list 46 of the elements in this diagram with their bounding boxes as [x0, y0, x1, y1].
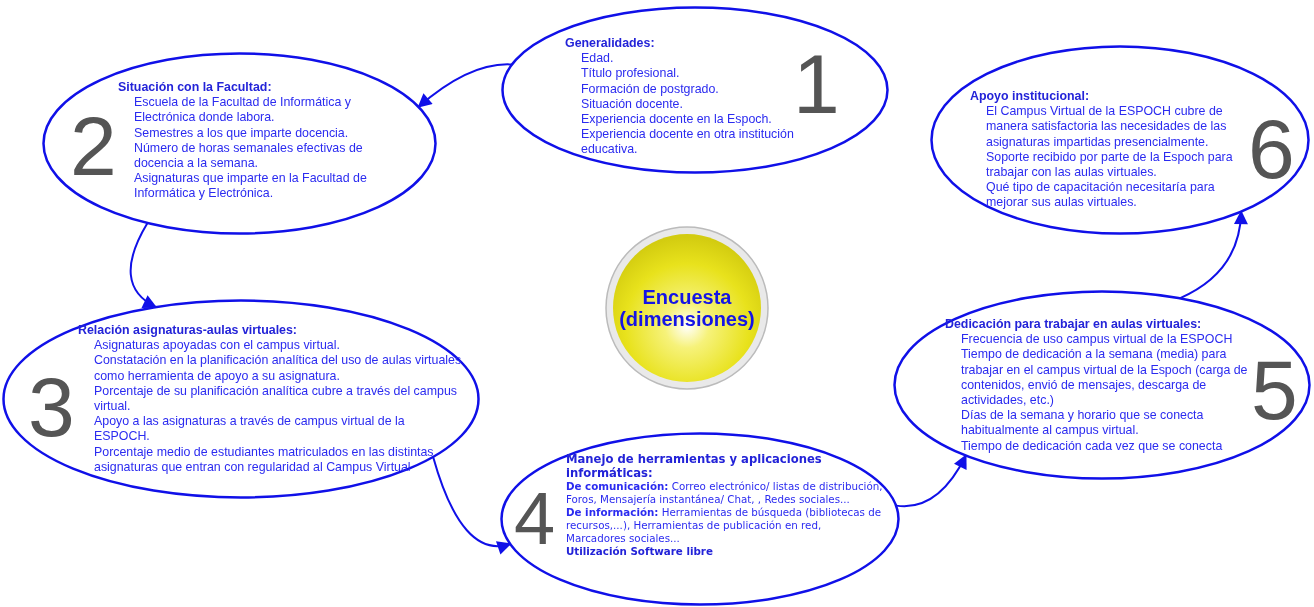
list-item: Experiencia docente en la Espoch. — [580, 112, 773, 128]
ellipse-node — [501, 6, 889, 174]
list-item: Asignaturas apoyadas con el campus virtual. — [93, 338, 341, 354]
ellipse-node — [2, 299, 480, 499]
list-item: Utilización Software libre — [566, 545, 714, 558]
list-item: Apoyo a las asignaturas a través de campus virtual de la ESPOCH. — [93, 414, 406, 445]
list-item: Situación docente. — [580, 96, 684, 112]
list-item: Escuela de la Facultad de Informática y Electrónica donde labora. — [133, 95, 352, 126]
section-heading: Apoyo institucional: — [970, 89, 1091, 105]
dimension-number: 5 — [1251, 348, 1298, 432]
ellipse-node — [893, 290, 1311, 480]
list-item: Experiencia docente en otra institución educativa. — [580, 127, 795, 158]
sphere-node — [604, 225, 770, 391]
list-item: Frecuencia de uso campus virtual de la ESPOCH — [960, 332, 1234, 348]
list-item: Qué tipo de capacitación necesitaría para mejorar sus aulas virtuales. — [985, 180, 1216, 211]
dimension-number: 1 — [793, 42, 840, 126]
ellipse-node — [930, 45, 1310, 235]
list-item: El Campus Virtual de la ESPOCH cubre de manera satisfactoria las necesidades de las asignaturas impartidas presencialmente. — [985, 104, 1228, 150]
section-heading: Situación con la Facultad: — [118, 80, 273, 96]
list-item: Asignaturas que imparte en la Facultad de Informática y Electrónica. — [133, 171, 368, 202]
ellipse-node — [500, 432, 900, 606]
list-item: Días de la semana y horario que se conecta habitualmente al campus virtual. — [960, 408, 1205, 439]
section-heading: Dedicación para trabajar en aulas virtuales: — [945, 317, 1203, 333]
list-item: De comunicación: Correo electrónico/ listas de distribución, Foros, Mensajería instantánea/ Chat, , Redes sociales... — [566, 480, 884, 506]
dimension-number: 2 — [70, 104, 117, 188]
list-item: Semestres a los que imparte docencia. — [133, 125, 350, 141]
list-item: Soporte recibido por parte de la Espoch para trabajar con las aulas virtuales. — [985, 149, 1234, 181]
section-heading: Generalidades: — [565, 36, 656, 52]
section-heading: Manejo de herramientas y aplicaciones informáticas: — [566, 452, 823, 480]
ellipse-node — [42, 52, 437, 235]
list-item: Tiempo de dedicación cada vez que se conecta — [960, 438, 1224, 454]
list-item: Porcentaje de su planificación analítica cubre a través del campus virtual. — [93, 383, 458, 415]
list-item: Título profesional. — [580, 66, 681, 82]
center-title: Encuesta (dimensiones) — [618, 286, 756, 330]
dimension-number: 6 — [1248, 107, 1295, 191]
dimension-number: 3 — [28, 365, 75, 449]
list-item: Formación de postgrado. — [580, 81, 720, 97]
section-heading: Relación asignaturas-aulas virtuales: — [78, 323, 298, 339]
curved-arrow — [417, 63, 513, 108]
dimension-number: 4 — [514, 482, 556, 556]
curved-arrow — [432, 455, 512, 554]
list-item: De información: Herramientas de búsqueda (bibliotecas de recursos,...), Herramientas de publicación en red, Marcadores sociales... — [566, 506, 883, 545]
list-item: Número de horas semanales efectivas de docencia a la semana. — [133, 140, 364, 172]
list-item: Edad. — [580, 51, 615, 67]
list-item: Porcentaje medio de estudiantes matriculados en las distintas asignaturas que entran con regularidad al Campus Virtual — [93, 444, 435, 476]
list-item: Tiempo de dedicación a la semana (media) para trabajar en el campus virtual de la Espoch (carga de contenidos, envió de mensajes, descarga de actividades, etc.) — [960, 347, 1249, 409]
